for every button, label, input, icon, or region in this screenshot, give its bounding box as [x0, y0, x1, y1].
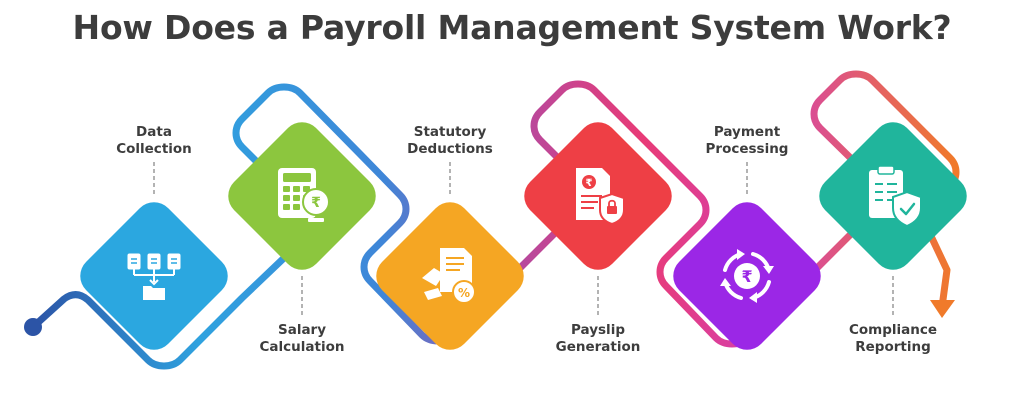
folder-tree-icon [127, 253, 181, 300]
compliance-shield-icon [869, 165, 922, 228]
secure-payslip-icon: ₹ [576, 168, 625, 226]
svg-text:%: % [458, 286, 470, 300]
svg-text:₹: ₹ [311, 195, 321, 211]
path-end-arrow-icon [930, 300, 955, 318]
svg-text:₹: ₹ [741, 267, 752, 286]
calculator-rupee-icon: ₹ [278, 168, 330, 222]
path-start-dot [24, 318, 42, 336]
deduction-receipt-icon: % [422, 248, 476, 304]
svg-text:₹: ₹ [586, 178, 593, 189]
flow-path [29, 70, 960, 370]
page-title: How Does a Payroll Management System Wor… [72, 8, 952, 47]
payment-cycle-icon: ₹ [720, 249, 774, 303]
